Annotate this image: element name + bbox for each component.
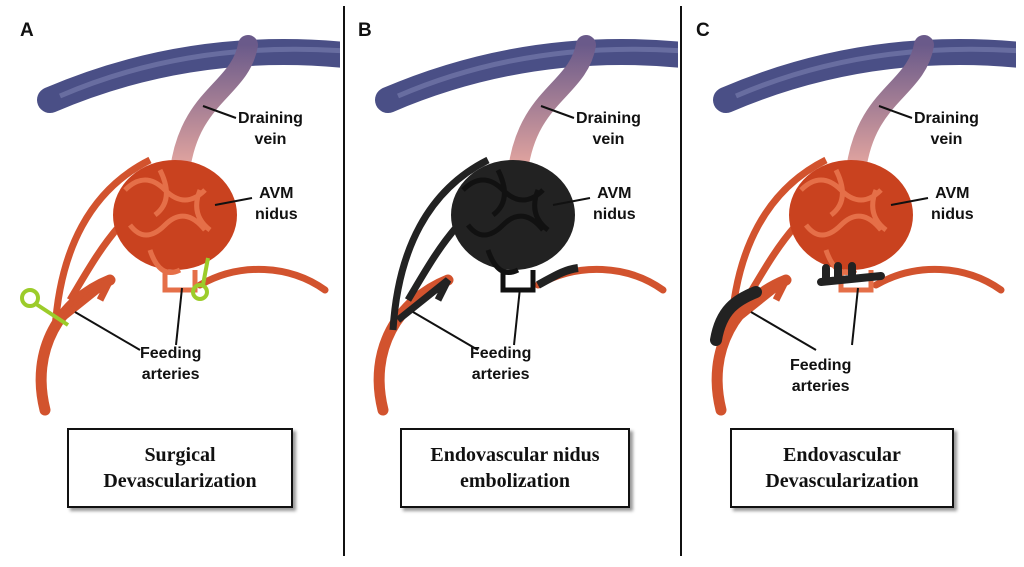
- label-line: Draining: [914, 110, 979, 127]
- caption-box: Endovascular Devascularization: [730, 428, 954, 508]
- leader-line-draining-vein: [878, 105, 913, 119]
- draining-vein: [846, 35, 934, 180]
- label-avm-nidus: AVM nidus: [931, 183, 974, 225]
- label-line: AVM: [597, 185, 632, 202]
- label-line: nidus: [593, 206, 636, 223]
- label-avm-nidus: AVM nidus: [593, 183, 636, 225]
- panel-c: C Draining vein AVM nidus Feeding arteri…: [676, 0, 1016, 567]
- leader-line-avm-nidus: [890, 197, 929, 206]
- feeding-artery-left: [373, 274, 454, 416]
- feeding-artery-left: [35, 274, 116, 416]
- panel-a: A Draining vein AVM nidus Feeding arteri…: [0, 0, 340, 567]
- label-line: vein: [930, 131, 963, 148]
- label-line: Draining: [576, 110, 641, 127]
- leader-line-feeding-artery: [851, 287, 859, 346]
- panel-letter: B: [358, 20, 372, 41]
- panel-letter: C: [696, 20, 710, 41]
- label-feeding-arteries: Feeding arteries: [790, 355, 851, 397]
- leader-line-feeding-artery: [513, 287, 521, 346]
- label-feeding-arteries: Feeding arteries: [470, 343, 531, 385]
- draining-vein: [508, 35, 596, 180]
- label-line: arteries: [141, 366, 200, 383]
- leader-line-avm-nidus: [214, 197, 253, 206]
- label-line: Feeding: [470, 345, 532, 362]
- label-line: AVM: [259, 185, 294, 202]
- leader-line-feeding-artery: [412, 311, 479, 351]
- label-line: Feeding: [790, 357, 852, 374]
- draining-vein: [170, 35, 258, 180]
- label-line: vein: [254, 131, 287, 148]
- label-line: arteries: [791, 378, 850, 395]
- caption-line: Surgical: [144, 444, 216, 466]
- caption-box: Endovascular nidus embolization: [400, 428, 630, 508]
- panel-b: B Draining vein AVM nidus Feeding arteri…: [338, 0, 678, 567]
- leader-line-draining-vein: [540, 105, 575, 119]
- caption-line: Devascularization: [103, 470, 257, 492]
- label-avm-nidus: AVM nidus: [255, 183, 298, 225]
- label-line: arteries: [471, 366, 530, 383]
- label-line: nidus: [931, 206, 974, 223]
- embolized-feeder-right: [817, 262, 885, 286]
- cortical-vein-highlight: [59, 46, 340, 99]
- avm-nidus: [789, 160, 913, 270]
- caption-line: Endovascular nidus: [430, 444, 600, 466]
- avm-illustration: [20, 35, 340, 416]
- avm-nidus: [451, 160, 575, 270]
- label-draining-vein: Draining vein: [914, 108, 979, 150]
- embolized-artery-segment: [536, 264, 579, 289]
- feeding-artery-right: [196, 266, 329, 294]
- label-line: vein: [592, 131, 625, 148]
- panel-letter: A: [20, 20, 34, 41]
- feeding-artery-left: [711, 274, 792, 416]
- caption-line: Endovascular: [783, 444, 901, 466]
- panel-divider: [343, 6, 345, 556]
- surgical-clip: [191, 257, 210, 301]
- leader-line-draining-vein: [202, 105, 237, 119]
- leader-line-feeding-artery: [175, 287, 183, 346]
- embolized-feeder-left: [710, 286, 762, 346]
- leader-line-avm-nidus: [552, 197, 591, 206]
- nidus-vessels: [461, 168, 550, 293]
- label-draining-vein: Draining vein: [238, 108, 303, 150]
- leader-line-feeding-artery: [750, 311, 817, 351]
- panel-divider: [680, 6, 682, 556]
- label-line: AVM: [935, 185, 970, 202]
- caption-box: Surgical Devascularization: [67, 428, 293, 508]
- avm-illustration: [710, 35, 1016, 416]
- label-draining-vein: Draining vein: [576, 108, 641, 150]
- feeding-artery-right: [872, 266, 1005, 294]
- avm-illustration: [373, 35, 678, 416]
- nidus-vessels: [123, 168, 212, 293]
- caption-line: Devascularization: [765, 470, 919, 492]
- label-line: Draining: [238, 110, 303, 127]
- label-line: nidus: [255, 206, 298, 223]
- leader-line-feeding-artery: [74, 311, 141, 351]
- avm-nidus: [113, 160, 237, 270]
- label-line: Feeding: [140, 345, 202, 362]
- cortical-vein-highlight: [397, 46, 678, 99]
- cortical-vein-highlight: [735, 46, 1016, 99]
- label-feeding-arteries: Feeding arteries: [140, 343, 201, 385]
- caption-line: embolization: [460, 470, 570, 492]
- surgical-clip: [20, 288, 70, 327]
